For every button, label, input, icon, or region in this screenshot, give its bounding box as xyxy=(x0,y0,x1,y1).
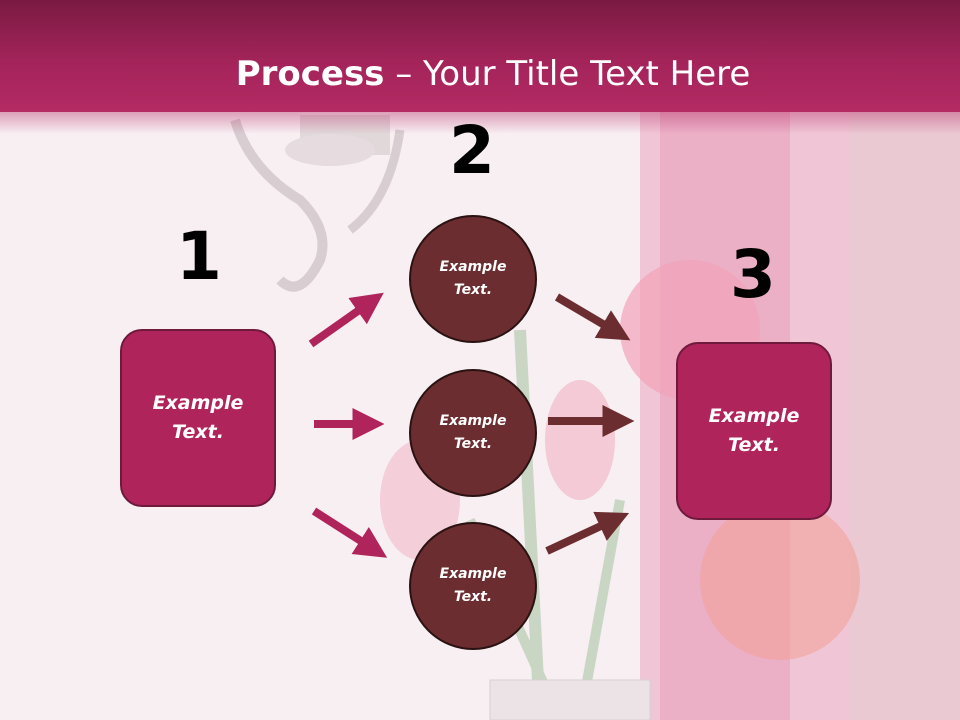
step-3-box[interactable]: Example Text. xyxy=(676,342,832,520)
circle-top-text: Example Text. xyxy=(439,259,507,298)
step-3-number: 3 xyxy=(730,236,776,313)
slide-title-rest: – Your Title Text Here xyxy=(384,54,751,94)
step-3-text: Example Text. xyxy=(708,405,800,456)
title-bar-fade xyxy=(0,104,960,134)
circle-bottom-text: Example Text. xyxy=(439,566,507,605)
slide-title-bold: Process xyxy=(235,54,385,94)
arrow-bottom-to-3 xyxy=(545,511,630,555)
step-1-box[interactable]: Example Text. xyxy=(120,329,276,507)
arrow-1-to-bottom xyxy=(311,507,388,558)
circle-middle[interactable]: Example Text. xyxy=(409,369,537,497)
step-1-text: Example Text. xyxy=(152,392,244,443)
step-2-number: 2 xyxy=(449,112,495,189)
arrow-1-to-top xyxy=(308,292,384,348)
circle-top[interactable]: Example Text. xyxy=(409,215,537,343)
circle-middle-text: Example Text. xyxy=(439,413,507,452)
step-1-number: 1 xyxy=(176,218,222,295)
circle-bottom[interactable]: Example Text. xyxy=(409,522,537,650)
arrow-top-to-3 xyxy=(554,293,631,341)
slide-title: Process – Your Title Text Here xyxy=(0,52,960,96)
title-bar xyxy=(0,0,960,112)
